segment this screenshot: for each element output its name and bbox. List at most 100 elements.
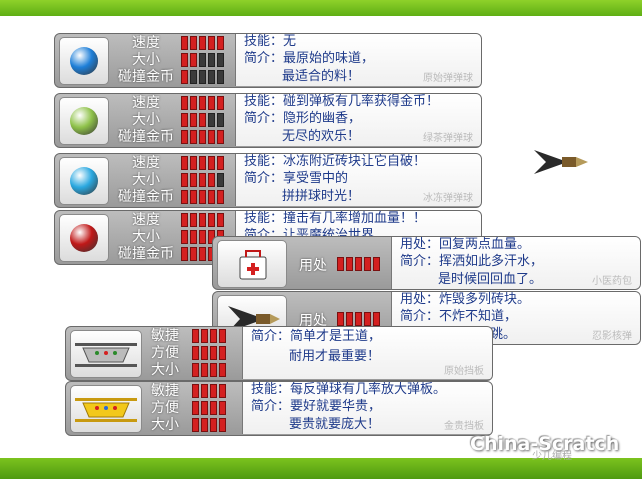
first-aid-icon	[239, 250, 267, 280]
bar-segment	[201, 329, 208, 343]
item-name-tag: 忍影核弹	[592, 331, 632, 342]
intro-text-2: 拼拼球时光！	[282, 189, 361, 204]
bar-segment	[192, 329, 199, 343]
ball-icon-box	[59, 214, 109, 262]
stat-bar	[181, 53, 224, 67]
bar-segment	[208, 213, 215, 227]
bar-segment	[199, 96, 206, 110]
stat-bar	[181, 96, 224, 110]
watermark-logo: China-Scratch	[470, 433, 620, 455]
bar-segment	[208, 96, 215, 110]
bar-segment	[190, 70, 197, 84]
bar-segment	[364, 257, 371, 271]
intro-text: 简介：挥洒如此多汗水，	[400, 254, 544, 269]
bar-segment	[199, 70, 206, 84]
stat-bar	[181, 70, 224, 84]
stat-bar	[181, 113, 224, 127]
bar-segment	[181, 190, 188, 204]
stat-label: 大小	[132, 229, 160, 245]
bar-segment	[181, 230, 188, 244]
bar-segment	[210, 401, 217, 415]
bar-segment	[219, 418, 226, 432]
bar-segment	[190, 173, 197, 187]
bar-segment	[337, 257, 344, 271]
bar-segment	[199, 190, 206, 204]
stat-label: 大小	[151, 362, 179, 378]
ball-card: 速度大小碰撞金币技能：碰到弹板有几率获得金币！简介：隐形的幽香，无尽的欢乐！绿茶…	[54, 93, 482, 148]
bar-segment	[201, 346, 208, 360]
bar-segment	[181, 247, 188, 261]
item-icon-box	[217, 240, 287, 288]
bar-segment	[181, 213, 188, 227]
bar-segment	[199, 36, 206, 50]
bar-segment	[192, 384, 199, 398]
paddle-description: 简介：简单才是王道，耐用才最重要！原始挡板	[242, 327, 492, 379]
bar-segment	[219, 401, 226, 415]
paddle-icon-box	[70, 385, 142, 433]
stat-bar	[192, 346, 226, 360]
bar-segment	[181, 156, 188, 170]
bar-segment	[199, 247, 206, 261]
paddle-card: 敏捷方便大小简介：简单才是王道，耐用才最重要！原始挡板	[65, 326, 493, 381]
skill-text: 技能：碰到弹板有几率获得金币！	[244, 94, 440, 109]
bar-segment	[192, 401, 199, 415]
intro-text: 简介：要好就要华贵，	[251, 399, 382, 414]
bar-segment	[208, 36, 215, 50]
stat-label: 速度	[132, 155, 160, 171]
bar-segment	[192, 346, 199, 360]
intro-text-2: 最适合的料！	[282, 69, 361, 84]
stat-bar	[192, 418, 226, 432]
item-bar	[337, 257, 380, 271]
stat-label: 大小	[132, 172, 160, 188]
ball-stats: 速度大小碰撞金币	[113, 94, 233, 146]
intro-text: 简介：享受雪中的	[244, 171, 349, 186]
ball-description: 技能：冰冻附近砖块让它自破！简介：享受雪中的拼拼球时光！冰冻弹弹球	[235, 154, 481, 206]
stat-label: 碰撞金币	[118, 189, 174, 205]
bar-segment	[217, 173, 224, 187]
bar-segment	[201, 418, 208, 432]
bar-segment	[219, 329, 226, 343]
paddle-card: 敏捷方便大小技能：每反弹球有几率放大弹板。简介：要好就要华贵，要贵就要庞大！金贵…	[65, 381, 493, 436]
bar-segment	[217, 96, 224, 110]
ball-icon-box	[59, 157, 109, 205]
skill-text: 技能：每反弹球有几率放大弹板。	[251, 382, 447, 397]
missile-icon	[228, 306, 280, 332]
stat-bar	[192, 329, 226, 343]
bar-segment	[373, 257, 380, 271]
bar-segment	[217, 36, 224, 50]
item-bar	[337, 312, 380, 326]
stat-label: 速度	[132, 35, 160, 51]
intro-text-2: 是时候回回血了。	[438, 272, 543, 287]
ball-icon-box	[59, 97, 109, 145]
paddle-icon-box	[70, 330, 142, 378]
stat-label: 碰撞金币	[118, 129, 174, 145]
item-card: 用处用处：回复两点血量。简介：挥洒如此多汗水，是时候回回血了。小医药包	[212, 236, 641, 290]
bar-segment	[217, 53, 224, 67]
bar-segment	[210, 363, 217, 377]
bar-segment	[181, 96, 188, 110]
bar-segment	[190, 213, 197, 227]
use-label: 用处	[299, 313, 327, 329]
bar-segment	[219, 384, 226, 398]
missile-icon	[534, 150, 588, 174]
bar-segment	[217, 190, 224, 204]
intro-text-2: 无尽的欢乐！	[282, 129, 361, 144]
bar-segment	[217, 130, 224, 144]
bar-segment	[208, 190, 215, 204]
stat-bar	[181, 213, 224, 227]
intro-text-2: 耐用才最重要！	[289, 349, 381, 364]
stat-bar	[192, 401, 226, 415]
bar-segment	[190, 53, 197, 67]
bar-segment	[190, 190, 197, 204]
bar-segment	[219, 363, 226, 377]
ball-icon	[70, 224, 98, 252]
bar-segment	[210, 346, 217, 360]
bar-segment	[208, 113, 215, 127]
stat-label: 碰撞金币	[118, 246, 174, 262]
stat-label: 敏捷	[151, 383, 179, 399]
bar-segment	[208, 156, 215, 170]
ball-icon-box	[59, 37, 109, 85]
bar-segment	[210, 329, 217, 343]
bar-segment	[192, 418, 199, 432]
